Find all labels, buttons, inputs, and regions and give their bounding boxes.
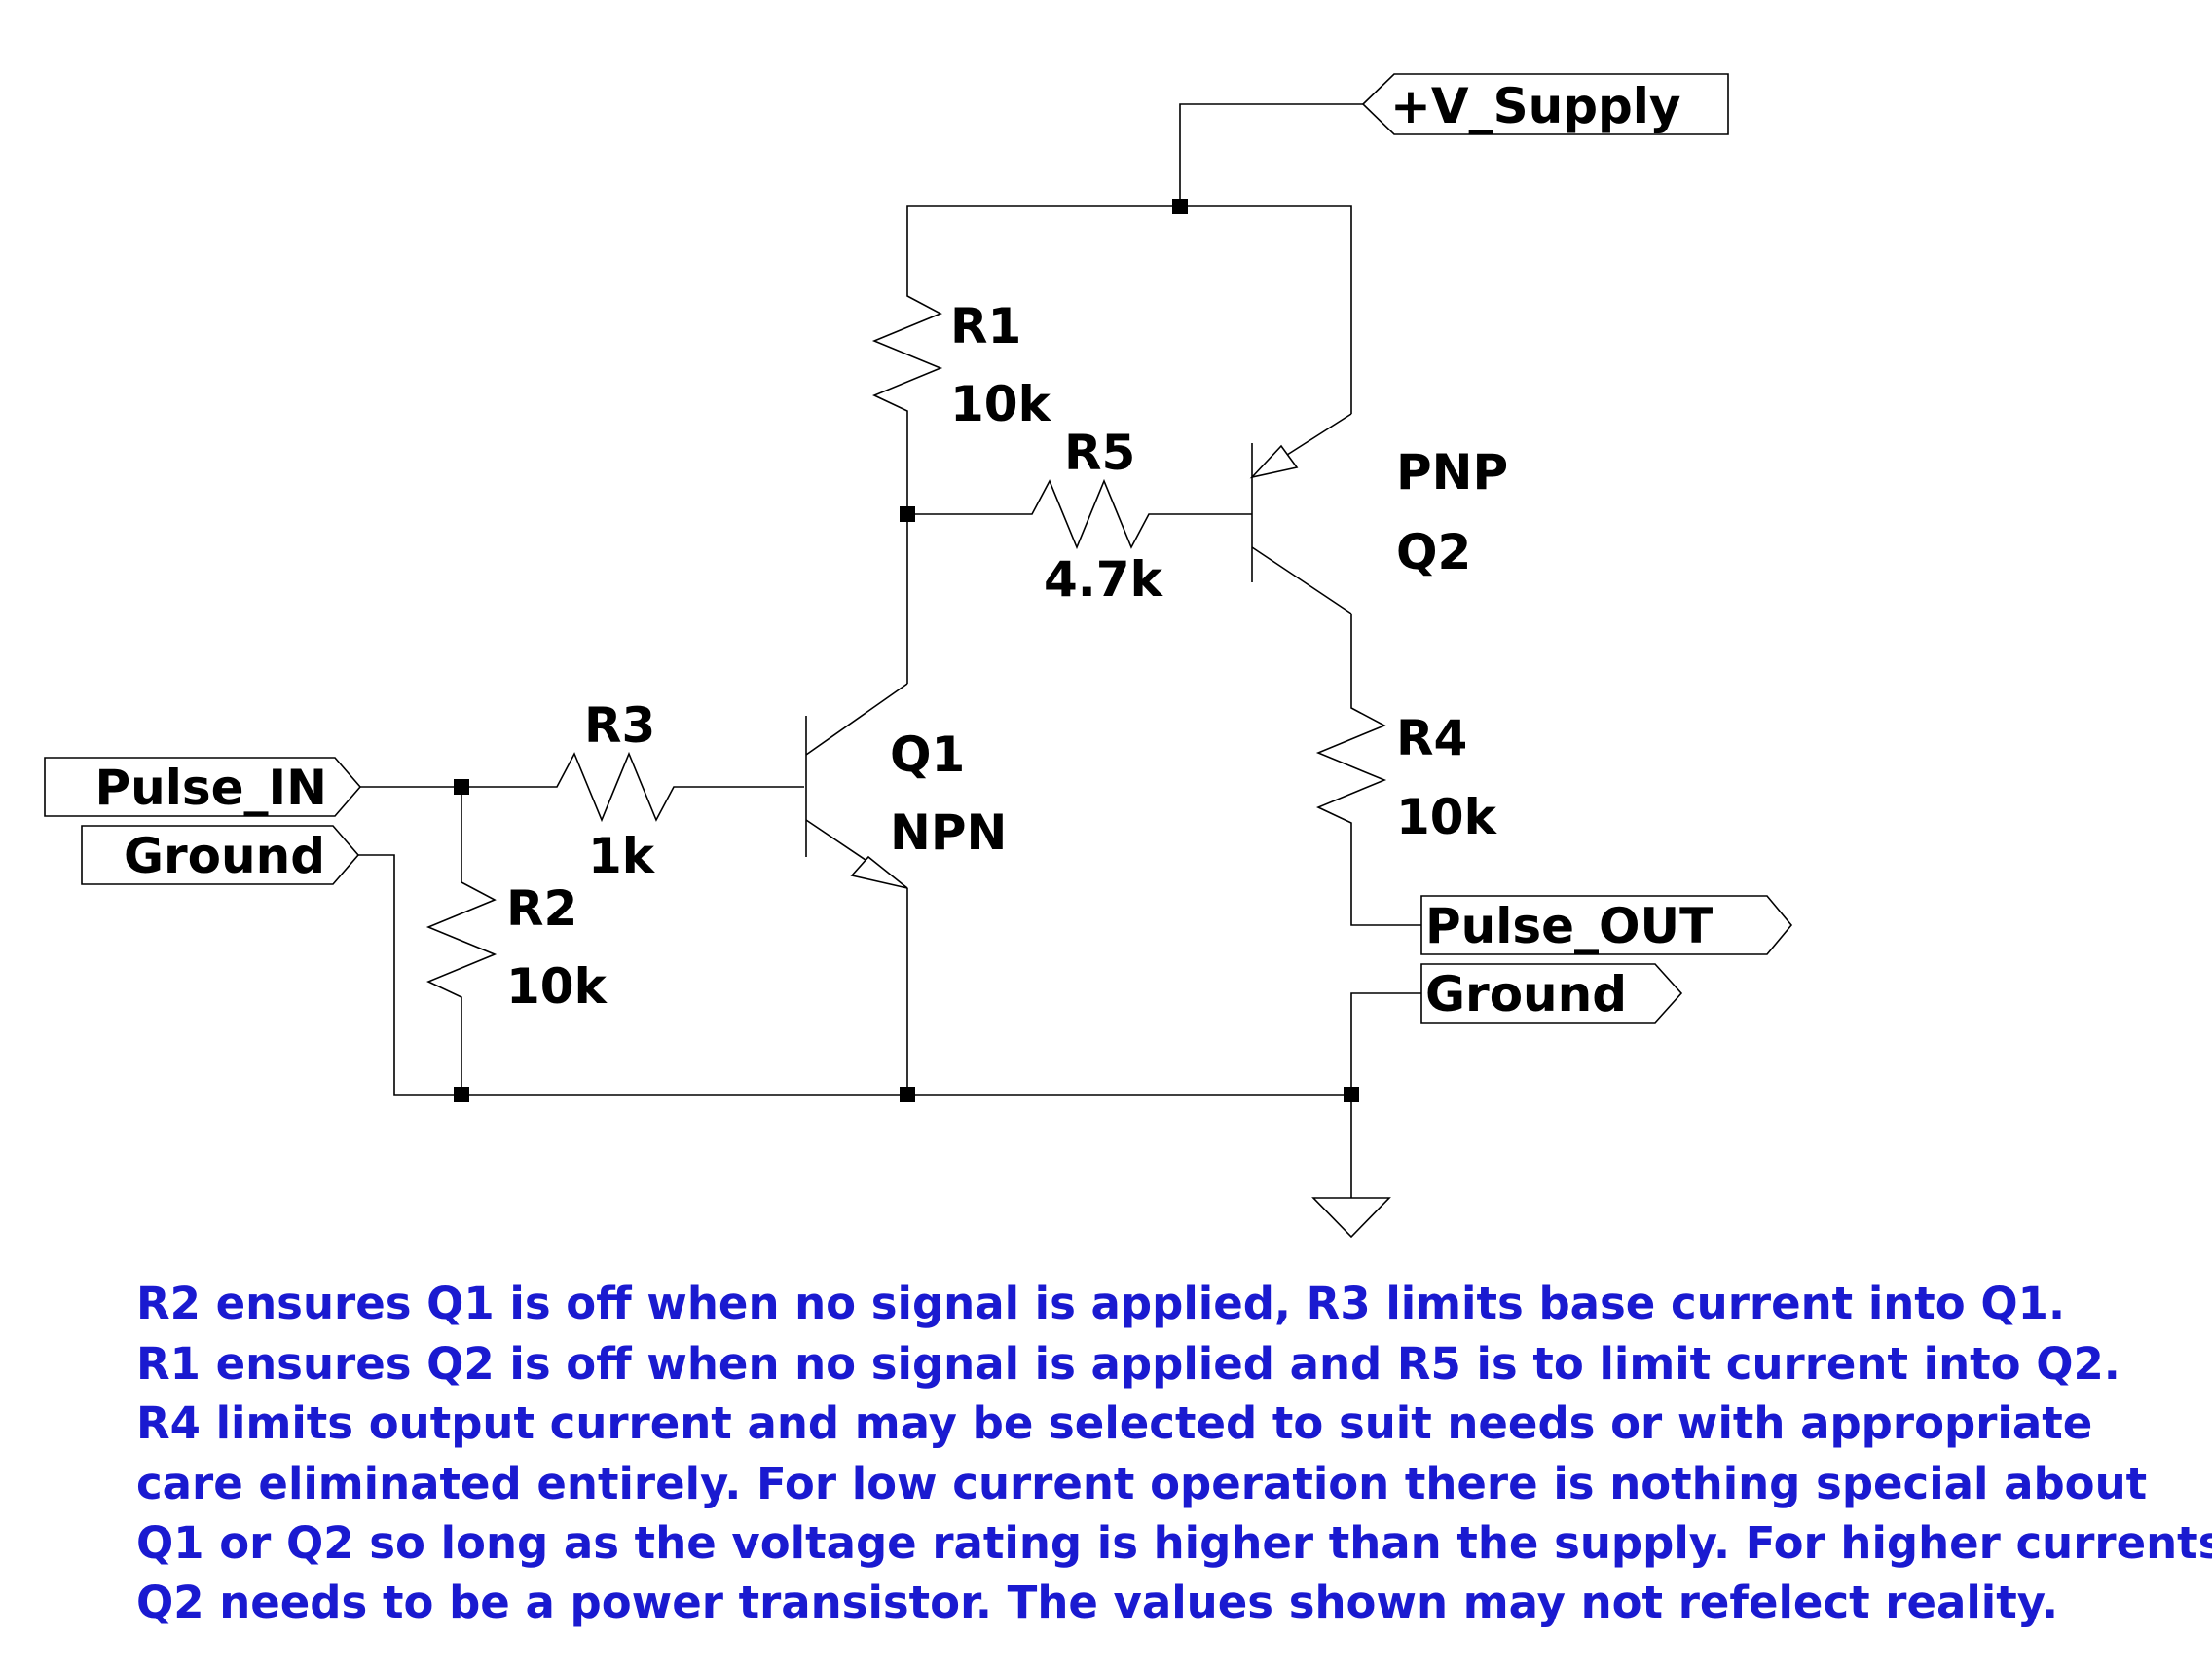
resistor-r1: [871, 283, 943, 418]
note-line: R4 limits output current and may be sele…: [136, 1397, 2092, 1449]
r4-ref: R4: [1396, 710, 1467, 766]
net-label-supply: +V_Supply: [1390, 78, 1681, 134]
wires: [358, 103, 1421, 1198]
wire-ground-right: [1350, 992, 1421, 1198]
junction-ground-right: [1344, 1087, 1359, 1102]
net-flag-ground-left: Ground: [81, 825, 360, 885]
net-flag-pulse-out: Pulse_OUT: [1420, 895, 1793, 955]
r1-value: 10k: [950, 376, 1052, 432]
transistor-q1: [805, 683, 908, 889]
wire-supply-rail: [906, 205, 1352, 414]
q2-emitter-arrow: [1249, 444, 1299, 479]
r3-value: 1k: [588, 828, 656, 884]
r2-ref: R2: [506, 880, 577, 937]
r5-ref: R5: [1064, 425, 1135, 481]
resistor-r3: [549, 751, 689, 823]
resistor-r4: [1315, 695, 1387, 834]
wire-r4-to-pulse-out: [1350, 834, 1421, 926]
transistor-q2: [1249, 413, 1352, 614]
r4-value: 10k: [1396, 789, 1498, 845]
q1-ref: Q1: [890, 726, 965, 783]
r5-value: 4.7k: [1044, 551, 1164, 608]
junction-base-node: [900, 506, 915, 522]
net-label-ground-right: Ground: [1425, 966, 1627, 1023]
note-line: R1 ensures Q2 is off when no signal is a…: [136, 1338, 2120, 1390]
r1-ref: R1: [950, 298, 1021, 354]
ground-symbol: [1311, 1197, 1391, 1239]
q2-type: PNP: [1396, 444, 1508, 501]
wire-ground-left: [358, 854, 1351, 1096]
net-label-pulse-in: Pulse_IN: [94, 760, 327, 816]
net-label-ground-left: Ground: [124, 828, 325, 884]
resistor-r5: [1024, 478, 1164, 550]
resistor-r2: [425, 870, 498, 1008]
net-label-pulse-out: Pulse_OUT: [1425, 898, 1713, 954]
r2-value: 10k: [506, 958, 608, 1015]
note-line: care eliminated entirely. For low curren…: [136, 1458, 2147, 1509]
junctions: [454, 199, 1359, 1102]
wire-supply-drop: [1179, 103, 1363, 206]
q2-ref: Q2: [1396, 524, 1471, 580]
junction-ground-r2: [454, 1087, 469, 1102]
note-line: Q2 needs to be a power transistor. The v…: [136, 1577, 2058, 1628]
net-flag-ground-right: Ground: [1420, 963, 1683, 1024]
note-line: Q1 or Q2 so long as the voltage rating i…: [136, 1517, 2212, 1569]
junction-ground-q1: [900, 1087, 915, 1102]
r3-ref: R3: [584, 697, 655, 754]
q1-type: NPN: [890, 804, 1007, 861]
junction-input: [454, 779, 469, 795]
notes-block: R2 ensures Q1 is off when no signal is a…: [136, 1278, 2212, 1628]
q1-emitter-arrow: [850, 855, 908, 889]
note-line: R2 ensures Q1 is off when no signal is a…: [136, 1278, 2065, 1329]
net-flag-pulse-in: Pulse_IN: [44, 757, 362, 817]
junction-supply: [1172, 199, 1188, 214]
net-flag-supply: +V_Supply: [1361, 73, 1729, 135]
